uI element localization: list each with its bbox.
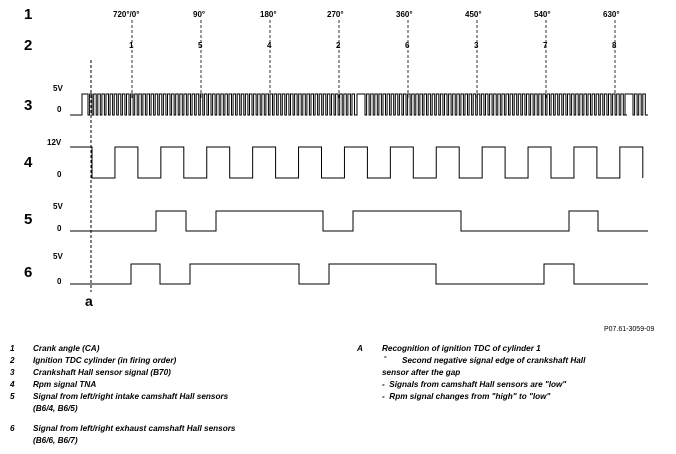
exhaust-camshaft-signal	[70, 263, 648, 285]
legend-number: 1	[10, 344, 15, 353]
legend-text: Signal from left/right intake camshaft H…	[33, 392, 229, 401]
row6-high-level: 5V	[53, 252, 63, 261]
legend-number: 4	[10, 380, 15, 389]
legend-a-dash: -	[384, 352, 387, 361]
legend-number: 6	[10, 424, 15, 433]
legend-a-line2: - Signals from camshaft Hall sensors are…	[382, 380, 567, 389]
crank-angle-label: 450°	[465, 10, 482, 19]
firing-order-label: 2	[336, 41, 341, 50]
crank-angle-label: 360°	[396, 10, 413, 19]
firing-order-label: 5	[198, 41, 203, 50]
crank-angle-label: 540°	[534, 10, 551, 19]
firing-order-label: 3	[474, 41, 479, 50]
legend-text-continued: (B6/4, B6/5)	[33, 404, 78, 413]
legend-a-line3: - Rpm signal changes from "high" to "low…	[382, 392, 551, 401]
crank-angle-label: 90°	[193, 10, 206, 19]
legend-number: 2	[10, 356, 15, 365]
row-number-5: 5	[24, 211, 33, 228]
legend-number: 5	[10, 392, 15, 401]
crank-angle-label: 180°	[260, 10, 277, 19]
row-number-3: 3	[24, 97, 33, 114]
row4-low-level: 0	[57, 170, 62, 179]
firing-order-label: 6	[405, 41, 410, 50]
legend-a-line3-text: Rpm signal changes from "high" to "low"	[389, 392, 551, 401]
legend-a-letter: A	[357, 344, 363, 353]
legend-a-line1: Second negative signal edge of crankshaf…	[402, 356, 586, 365]
legend-text: Crankshaft Hall sensor signal (B70)	[33, 368, 171, 377]
firing-order-label: 7	[543, 41, 548, 50]
row-number-1: 1	[24, 6, 33, 23]
rpm-signal	[70, 146, 644, 179]
firing-order-label: 8	[612, 41, 617, 50]
row3-high-level: 5V	[53, 84, 63, 93]
crank-angle-label: 720°/0°	[113, 10, 140, 19]
legend-text: Ignition TDC cylinder (in firing order)	[33, 356, 177, 365]
legend-text: Crank angle (CA)	[33, 344, 100, 353]
row6-low-level: 0	[57, 277, 62, 286]
legend-a-line2-text: Signals from camshaft Hall sensors are "…	[389, 380, 567, 389]
firing-order-label: 1	[129, 41, 134, 50]
legend-text: Signal from left/right exhaust camshaft …	[33, 424, 236, 433]
row-number-4: 4	[24, 154, 33, 171]
intake-camshaft-signal	[70, 210, 648, 232]
row-number-2: 2	[24, 37, 33, 54]
row4-high-level: 12V	[47, 138, 62, 147]
figure-reference: P07.61-3059-09	[604, 326, 655, 333]
legend-text: Rpm signal TNA	[33, 380, 97, 389]
legend-a-title: Recognition of ignition TDC of cylinder …	[382, 344, 541, 353]
marker-a-label: a	[85, 293, 93, 309]
crankshaft-hall-signal	[70, 93, 648, 116]
crank-angle-label: 630°	[603, 10, 620, 19]
row5-high-level: 5V	[53, 202, 63, 211]
angle-tick-lines	[131, 20, 616, 100]
row3-low-level: 0	[57, 105, 62, 114]
legend-text-continued: (B6/6, B6/7)	[33, 436, 78, 445]
row5-low-level: 0	[57, 224, 62, 233]
firing-order-label: 4	[267, 41, 272, 50]
legend-a-line1b: sensor after the gap	[382, 368, 461, 377]
legend-number: 3	[10, 368, 15, 377]
crank-angle-label: 270°	[327, 10, 344, 19]
row-number-6: 6	[24, 264, 33, 281]
